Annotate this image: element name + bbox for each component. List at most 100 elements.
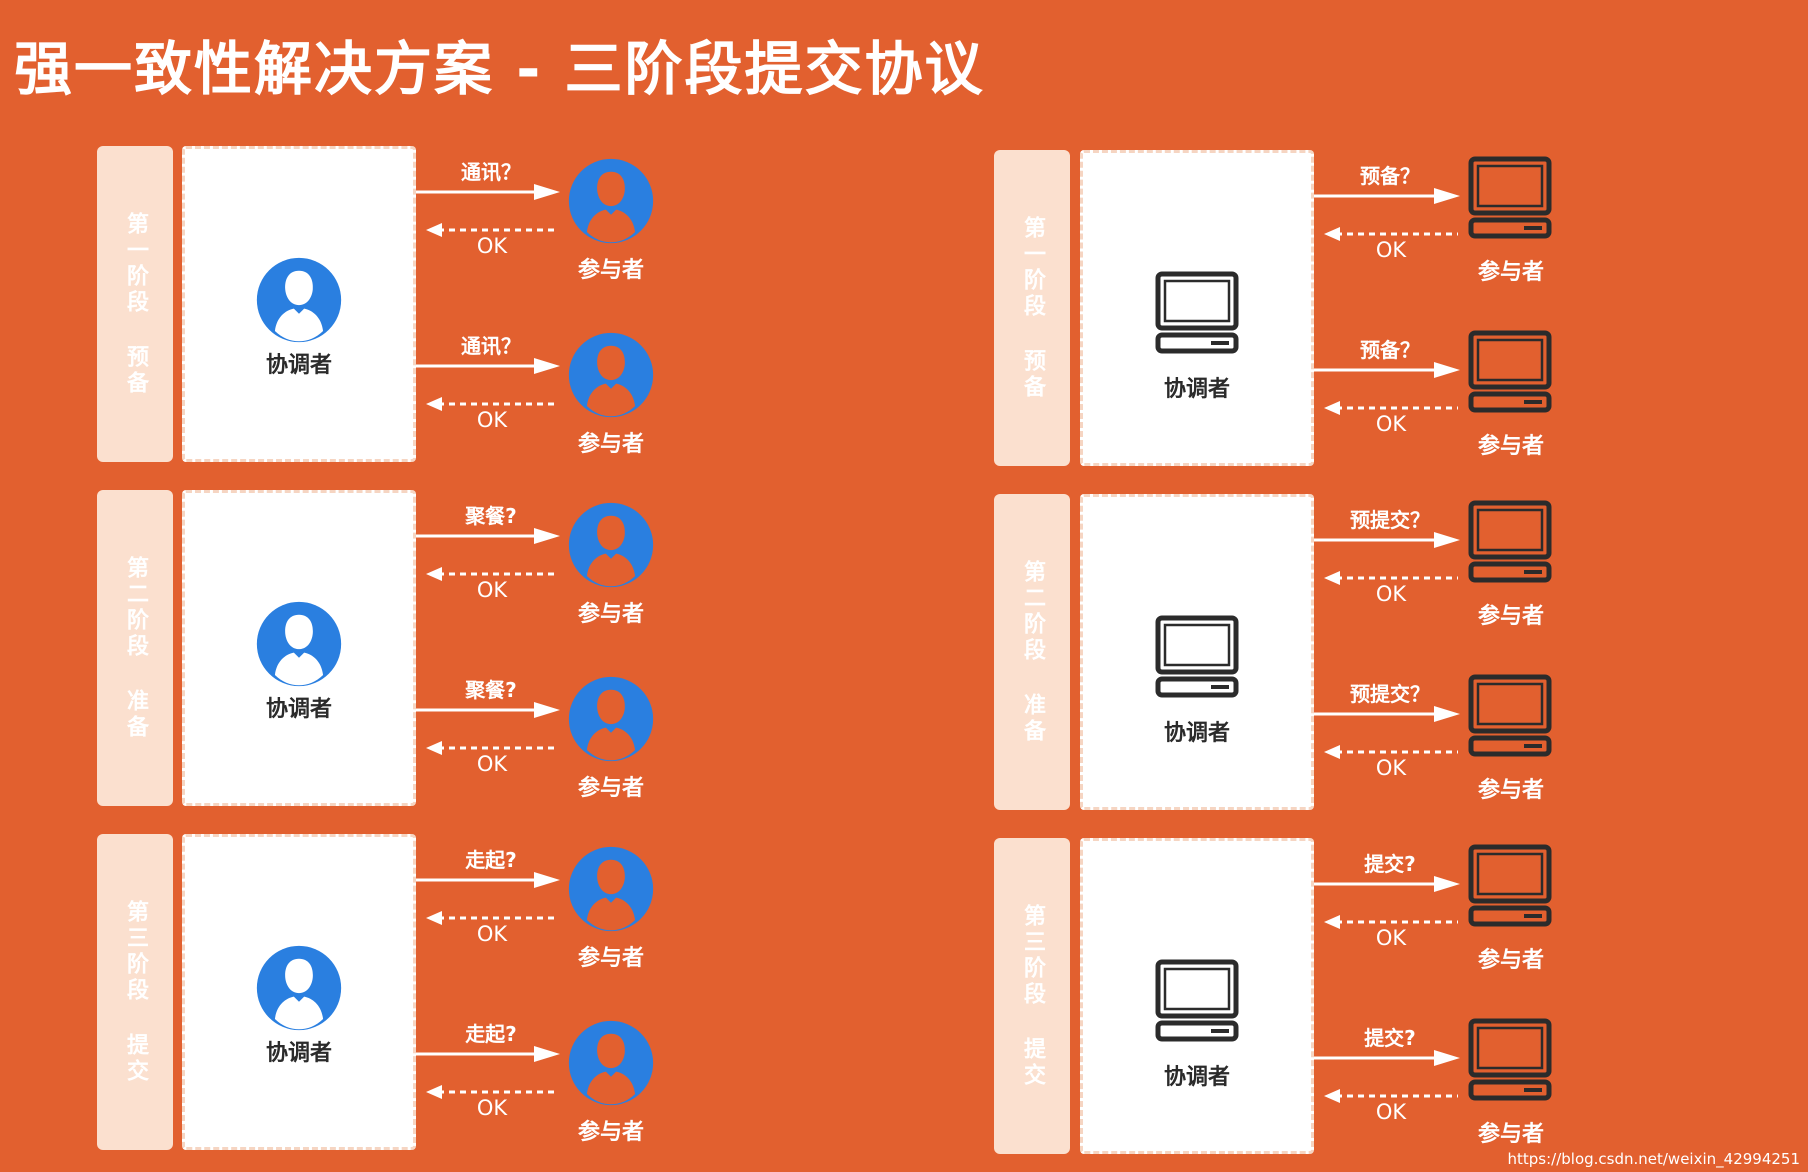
right-stage-3-label: 第三阶段 提交 (1020, 903, 1045, 1089)
right-stage-1-participant-1-response-arrow (1324, 227, 1458, 241)
left-stage-1-label: 第一阶段 预备 (123, 211, 148, 397)
right-stage-3-participant-1-label: 参与者 (1477, 948, 1544, 973)
participant-computer-icon (1468, 330, 1552, 413)
left-stage-2-coordinator-box: 协调者 (182, 490, 416, 806)
left-stage-2-participant-2-label: 参与者 (577, 776, 644, 801)
right-stage-1-coordinator-label: 协调者 (1163, 377, 1230, 402)
right-stage-1-participant-2-ok-label: OK (1375, 412, 1407, 436)
right-stage-1-participant-1-request-arrow (1314, 188, 1460, 204)
participant-person-icon (568, 676, 654, 762)
left-stage-2-participant-2-ok-label: OK (476, 752, 508, 776)
left-stage-2-participant-2-request-arrow (416, 702, 560, 718)
left-stage-2-participant-1-ok-label: OK (476, 578, 508, 602)
left-stage-1-participant-2-request-arrow (416, 358, 560, 374)
left-stage-1-coordinator-label: 协调者 (265, 353, 332, 378)
right-stage-3-coordinator-label: 协调者 (1163, 1065, 1230, 1090)
participant-computer-icon (1468, 156, 1552, 239)
right-stage-2-participant-2-request-label: 预提交？ (1350, 682, 1430, 706)
participant-computer-icon (1468, 500, 1552, 583)
left-stage-3-participant-1-label: 参与者 (577, 946, 644, 971)
right-stage-2-coordinator-label: 协调者 (1163, 721, 1230, 746)
coordinator-computer-icon (1155, 615, 1239, 698)
left-stage-1-participant-1-response-arrow (426, 223, 558, 237)
page-title: 强一致性解决方案 - 三阶段提交协议 (14, 35, 985, 103)
coordinator-person-icon (256, 601, 342, 687)
coordinator-person-icon (256, 257, 342, 343)
right-stage-3-participant-1-ok-label: OK (1375, 926, 1407, 950)
left-stage-2-label: 第二阶段 准备 (123, 555, 148, 741)
left-stage-3-participant-1-response-arrow (426, 911, 558, 925)
participant-person-icon (568, 846, 654, 932)
right-stage-2-label: 第二阶段 准备 (1020, 559, 1045, 745)
left-stage-1-participant-1-label: 参与者 (577, 258, 644, 283)
left-stage-3-participant-1-request-arrow (416, 872, 560, 888)
participant-person-icon (568, 158, 654, 244)
left-stage-3-bar: 第三阶段 提交 (97, 834, 173, 1150)
left-stage-2-coordinator-label: 协调者 (265, 697, 332, 722)
left-stage-1-participant-2-ok-label: OK (476, 408, 508, 432)
left-stage-2-participant-1-request-label: 聚餐? (465, 504, 517, 528)
right-stage-3-participant-2-request-arrow (1314, 1050, 1460, 1066)
right-stage-2-participant-2-response-arrow (1324, 745, 1458, 759)
right-stage-2-participant-1-request-arrow (1314, 532, 1460, 548)
right-stage-2-participant-1-ok-label: OK (1375, 582, 1407, 606)
left-stage-2-participant-1-label: 参与者 (577, 602, 644, 627)
right-stage-2-participant-1-label: 参与者 (1477, 604, 1544, 629)
left-stage-1-participant-1-request-arrow (416, 184, 560, 200)
right-stage-1-participant-1-ok-label: OK (1375, 238, 1407, 262)
left-stage-2-participant-2-request-label: 聚餐? (465, 678, 517, 702)
right-stage-3-participant-2-response-arrow (1324, 1089, 1458, 1103)
right-stage-2-participant-1-response-arrow (1324, 571, 1458, 585)
right-stage-1-participant-2-request-label: 预备？ (1360, 338, 1420, 362)
right-stage-1-coordinator-box: 协调者 (1080, 150, 1314, 466)
left-stage-1-participant-1-ok-label: OK (476, 234, 508, 258)
right-stage-1-participant-2-response-arrow (1324, 401, 1458, 415)
left-stage-1-bar: 第一阶段 预备 (97, 146, 173, 462)
participant-person-icon (568, 1020, 654, 1106)
left-stage-3-participant-2-request-label: 走起? (465, 1022, 517, 1046)
right-stage-3-participant-2-request-label: 提交? (1364, 1026, 1416, 1050)
left-stage-3-participant-2-request-arrow (416, 1046, 560, 1062)
left-stage-1-participant-2-response-arrow (426, 397, 558, 411)
right-stage-3-participant-1-response-arrow (1324, 915, 1458, 929)
left-stage-2-participant-2-response-arrow (426, 741, 558, 755)
participant-computer-icon (1468, 844, 1552, 927)
left-stage-2-participant-1-request-arrow (416, 528, 560, 544)
right-stage-2-participant-1-request-label: 预提交？ (1350, 508, 1430, 532)
left-stage-1-coordinator-box: 协调者 (182, 146, 416, 462)
watermark-text: https://blog.csdn.net/weixin_42994251 (1507, 1150, 1800, 1168)
coordinator-computer-icon (1155, 959, 1239, 1042)
right-stage-2-participant-2-ok-label: OK (1375, 756, 1407, 780)
right-stage-2-participant-2-label: 参与者 (1477, 778, 1544, 803)
left-stage-3-coordinator-box: 协调者 (182, 834, 416, 1150)
right-stage-1-participant-1-label: 参与者 (1477, 260, 1544, 285)
coordinator-person-icon (256, 945, 342, 1031)
left-stage-1-participant-2-request-label: 通讯？ (461, 334, 521, 358)
left-stage-2-participant-1-response-arrow (426, 567, 558, 581)
participant-person-icon (568, 502, 654, 588)
right-stage-2-coordinator-box: 协调者 (1080, 494, 1314, 810)
right-stage-3-participant-2-ok-label: OK (1375, 1100, 1407, 1124)
left-stage-3-participant-2-response-arrow (426, 1085, 558, 1099)
right-stage-3-participant-1-request-arrow (1314, 876, 1460, 892)
participant-computer-icon (1468, 674, 1552, 757)
left-stage-2-bar: 第二阶段 准备 (97, 490, 173, 806)
right-stage-2-participant-2-request-arrow (1314, 706, 1460, 722)
participant-person-icon (568, 332, 654, 418)
left-stage-1-participant-2-label: 参与者 (577, 432, 644, 457)
right-stage-2-bar: 第二阶段 准备 (994, 494, 1070, 810)
left-stage-1-participant-1-request-label: 通讯？ (461, 160, 521, 184)
right-stage-1-participant-2-label: 参与者 (1477, 434, 1544, 459)
right-stage-1-participant-1-request-label: 预备？ (1360, 164, 1420, 188)
left-stage-3-participant-1-ok-label: OK (476, 922, 508, 946)
right-stage-1-bar: 第一阶段 预备 (994, 150, 1070, 466)
right-stage-1-label: 第一阶段 预备 (1020, 215, 1045, 401)
right-stage-3-participant-1-request-label: 提交? (1364, 852, 1416, 876)
right-stage-3-participant-2-label: 参与者 (1477, 1122, 1544, 1147)
left-stage-3-coordinator-label: 协调者 (265, 1041, 332, 1066)
coordinator-computer-icon (1155, 271, 1239, 354)
right-stage-3-bar: 第三阶段 提交 (994, 838, 1070, 1154)
left-stage-3-participant-2-ok-label: OK (476, 1096, 508, 1120)
participant-computer-icon (1468, 1018, 1552, 1101)
left-stage-3-label: 第三阶段 提交 (123, 899, 148, 1085)
